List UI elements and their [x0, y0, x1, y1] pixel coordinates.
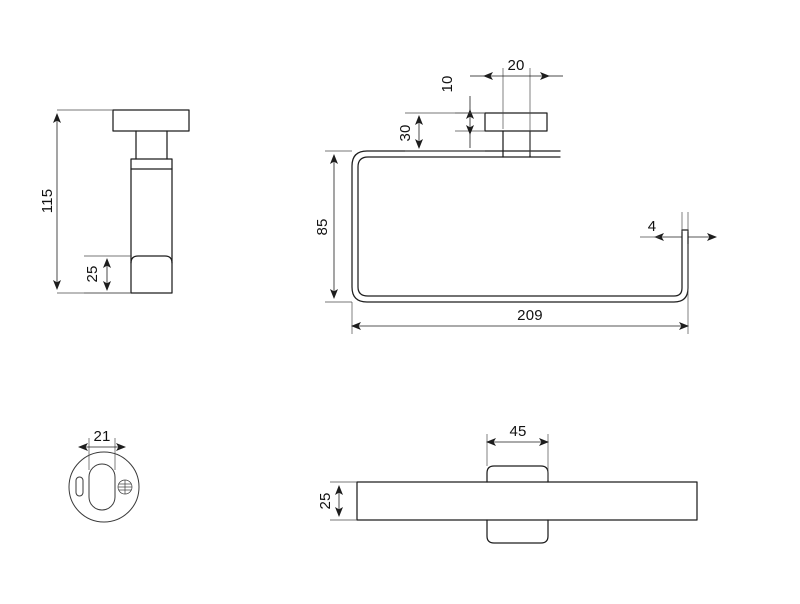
dim-25-side: 25 [84, 255, 131, 294]
dim-21-label: 21 [93, 428, 110, 445]
dim-25-side-label: 25 [84, 265, 101, 282]
dim-20: 20 [470, 57, 563, 155]
dim-10-label: 10 [439, 75, 456, 92]
dim-45-label: 45 [509, 423, 526, 440]
dim-4-label: 4 [648, 218, 657, 235]
view-wall-plate-detail: 21 [68, 428, 140, 523]
dim-30: 30 [397, 112, 485, 152]
dim-30-label: 30 [397, 124, 414, 141]
plate-small-slot [75, 476, 84, 497]
dim-209: 209 [351, 244, 689, 334]
side-neck [135, 130, 168, 160]
dim-45: 45 [486, 423, 549, 480]
plate-screw-circle [117, 479, 133, 495]
dim-4: 4 [640, 212, 717, 241]
dim-25-plan: 25 [317, 481, 357, 521]
dim-115: 115 [39, 109, 131, 294]
plan-bar [356, 481, 698, 521]
plate-outline [68, 451, 140, 523]
dim-209-label: 209 [517, 307, 543, 324]
dim-21: 21 [78, 428, 126, 470]
front-towel-bar [351, 150, 689, 303]
side-collar [130, 158, 173, 170]
dim-20-label: 20 [507, 57, 524, 74]
view-plan: 45 25 [317, 423, 698, 544]
dim-115-label: 115 [39, 189, 56, 214]
side-top-flange [112, 109, 190, 132]
plan-boss-bottom [486, 519, 549, 544]
dim-25-plan-label: 25 [317, 492, 334, 509]
dim-85: 85 [314, 150, 352, 303]
view-side-elevation: 115 25 [39, 109, 190, 294]
view-front-elevation: 10 20 30 85 [314, 57, 717, 334]
dim-10: 10 [439, 75, 485, 148]
plate-oval-slot [88, 463, 116, 511]
dim-85-label: 85 [314, 218, 331, 235]
side-lower-block [130, 255, 173, 294]
side-body [130, 168, 173, 257]
plan-boss-top [486, 465, 549, 483]
